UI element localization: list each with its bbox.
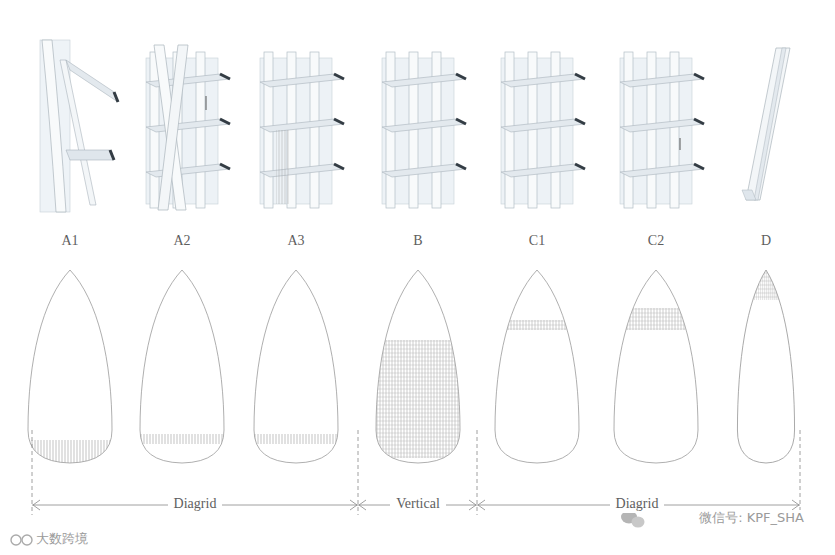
group-label: Diagrid — [610, 496, 665, 513]
column-label: A2 — [173, 233, 190, 250]
watermark: 大数跨境 — [36, 531, 88, 547]
column-label: C2 — [648, 233, 664, 250]
column-label: A1 — [61, 233, 78, 250]
watermark: 微信号: KPF_SHA — [693, 510, 810, 526]
column-label: D — [761, 233, 771, 250]
group-label: Diagrid — [168, 496, 223, 513]
column-label: B — [413, 233, 422, 250]
column-label: C1 — [529, 233, 545, 250]
column-label: A3 — [287, 233, 304, 250]
group-label: Vertical — [390, 496, 446, 513]
